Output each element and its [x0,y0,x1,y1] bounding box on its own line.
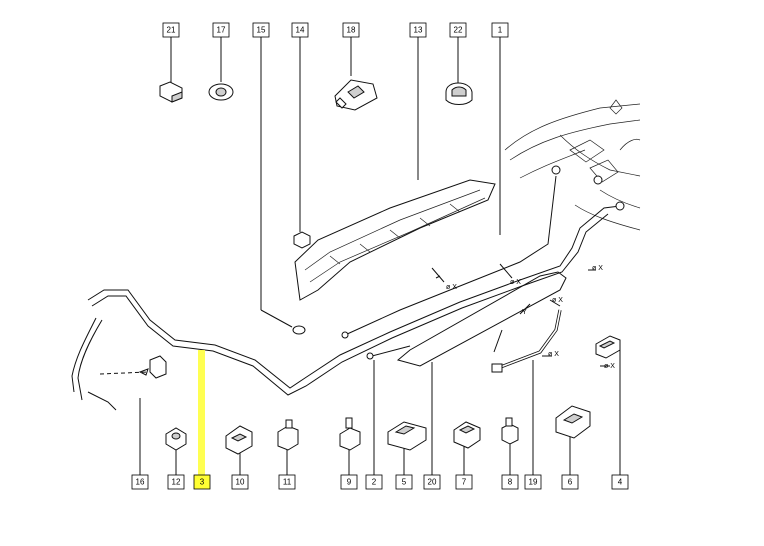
svg-text:17: 17 [217,26,226,35]
label-14[interactable]: 14 [291,22,309,38]
label-2[interactable]: 2 [365,474,383,490]
dim-mark-y: Y [522,309,527,316]
label-4[interactable]: 4 [611,474,629,490]
dimension-marks: ø X ø X ø X ø X ø X ø X Y [431,263,615,370]
label-17[interactable]: 17 [212,22,230,38]
svg-text:12: 12 [172,478,181,487]
label-11[interactable]: 11 [278,474,296,490]
bracket-18-icon [334,79,378,111]
label-9[interactable]: 9 [340,474,358,490]
label-12[interactable]: 12 [167,474,185,490]
svg-text:18: 18 [347,26,356,35]
clip-12-icon [165,427,187,451]
svg-text:4: 4 [618,478,623,487]
label-8[interactable]: 8 [501,474,519,490]
highlight-marker [198,350,205,478]
svg-text:19: 19 [529,478,538,487]
label-19[interactable]: 19 [524,474,542,490]
svg-text:7: 7 [462,478,467,487]
pipe-20-icon [366,271,567,367]
clip-22-icon [445,82,473,105]
clip-7-icon [453,421,481,449]
clip-17-icon [208,83,234,101]
dim-mark-3: ø X [592,265,603,272]
svg-text:5: 5 [402,478,407,487]
vehicle-body-outline [504,99,641,231]
svg-text:9: 9 [347,478,352,487]
label-21[interactable]: 21 [162,22,180,38]
label-20[interactable]: 20 [423,474,441,490]
dim-mark-6: ø X [604,363,615,370]
svg-text:10: 10 [236,478,245,487]
nut-15-icon [292,325,306,335]
svg-text:13: 13 [414,26,423,35]
clip-21-icon [159,81,183,103]
label-10[interactable]: 10 [231,474,249,490]
svg-text:3: 3 [200,478,205,487]
label-3[interactable]: 3 [193,474,211,490]
dim-mark-2: ø X [510,279,521,286]
clip-11-icon [277,419,299,451]
svg-text:15: 15 [257,26,266,35]
clip-16-icon [99,355,167,379]
label-13[interactable]: 13 [409,22,427,38]
svg-text:21: 21 [167,26,176,35]
dim-mark-5: ø X [548,351,559,358]
clip-10-icon [225,425,253,455]
svg-text:1: 1 [498,26,503,35]
leader-lines [139,37,621,475]
heat-shield-13-icon [294,179,496,301]
label-6[interactable]: 6 [561,474,579,490]
clip-6-icon [555,405,591,439]
label-15[interactable]: 15 [252,22,270,38]
dim-mark-1: ø X [446,284,457,291]
clip-14-icon [293,231,311,249]
brake-pipe-run [71,165,625,411]
label-5[interactable]: 5 [395,474,413,490]
svg-text:22: 22 [454,26,463,35]
label-1[interactable]: 1 [491,22,509,38]
svg-text:14: 14 [296,26,305,35]
clip-8-icon [501,417,519,445]
hose-19-icon [491,309,562,373]
svg-text:16: 16 [136,478,145,487]
label-7[interactable]: 7 [455,474,473,490]
svg-text:20: 20 [428,478,437,487]
dim-mark-4: ø X [552,297,563,304]
label-16[interactable]: 16 [131,474,149,490]
label-22[interactable]: 22 [449,22,467,38]
svg-text:8: 8 [508,478,513,487]
labels-top: 21 17 15 14 18 13 22 1 [162,22,509,38]
svg-text:2: 2 [372,478,377,487]
clip-9-icon [339,417,361,451]
svg-text:6: 6 [568,478,573,487]
svg-text:11: 11 [283,478,292,487]
clip-5-icon [387,421,427,451]
label-18[interactable]: 18 [342,22,360,38]
labels-bottom: 16 12 3 10 11 9 2 5 20 7 8 19 6 4 [131,474,629,490]
fitting-4-icon [595,335,621,359]
